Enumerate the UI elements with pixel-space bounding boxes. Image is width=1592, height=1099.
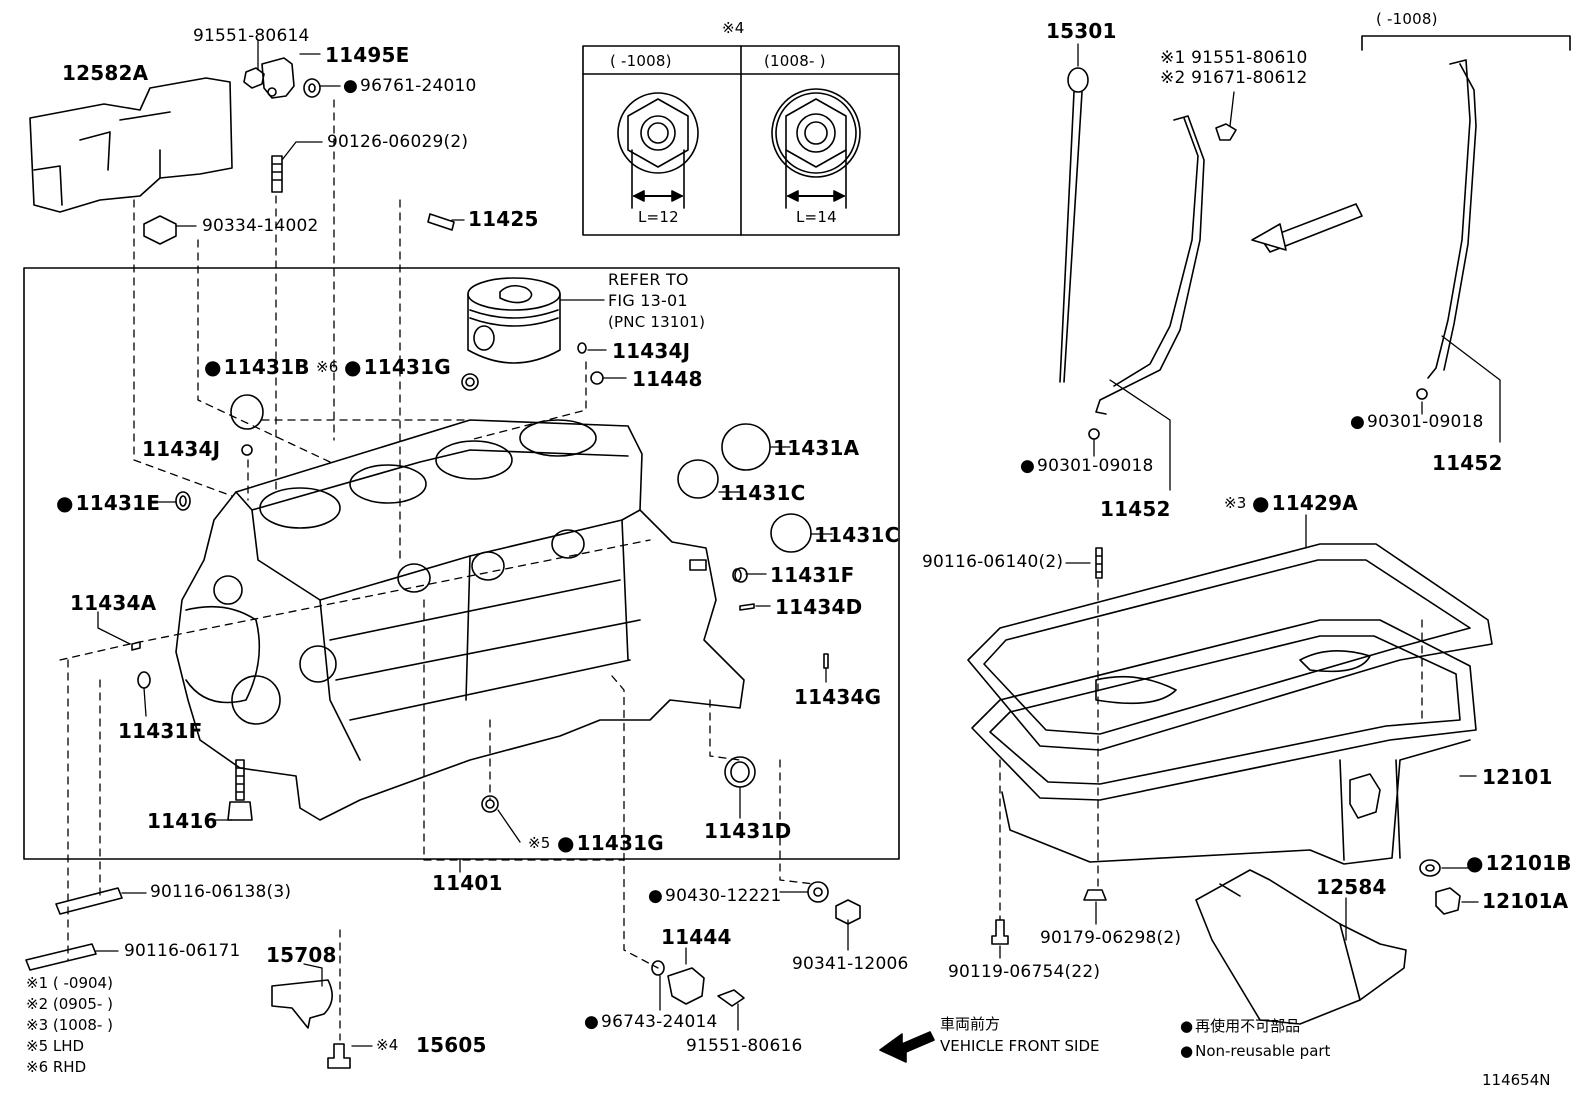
part-label[interactable]: 11495E — [325, 43, 410, 67]
part-label[interactable]: 91551-80616 — [686, 1036, 803, 1056]
inset-marker: ※4 — [722, 19, 745, 37]
block-frame — [23, 267, 900, 860]
part-label[interactable]: 11434G — [794, 685, 882, 709]
pan-fasteners — [991, 547, 1461, 945]
part-label[interactable]: 11434A — [70, 591, 157, 615]
refer-line-1: REFER TO — [608, 270, 689, 289]
part-label[interactable]: 15301 — [1046, 19, 1117, 43]
part-label[interactable]: 12101 — [1482, 765, 1553, 789]
part-label[interactable]: 11448 — [632, 367, 703, 391]
part-note: ※5 — [528, 834, 551, 852]
refer-line-3: (PNC 13101) — [608, 313, 706, 331]
lower-left-parts — [25, 881, 861, 1069]
part-label[interactable]: 11416 — [147, 809, 218, 833]
part-label[interactable]: 90119-06754(22) — [948, 962, 1101, 982]
part-label[interactable]: 11434D — [775, 595, 863, 619]
diagram-id: 114654N — [1482, 1071, 1551, 1089]
part-label[interactable]: 11431F — [770, 563, 855, 587]
piston — [467, 277, 561, 364]
part-label[interactable]: 90179-06298(2) — [1040, 928, 1182, 948]
part-label[interactable]: 11401 — [432, 871, 503, 895]
part-label[interactable]: ※1 91551-80610 — [1160, 48, 1308, 68]
footnote: ※5 LHD — [26, 1037, 85, 1055]
inset-box — [582, 45, 900, 236]
part-label[interactable]: 96761-24010 — [343, 76, 477, 96]
footnote: ※6 RHD — [26, 1058, 87, 1076]
part-label[interactable]: 11431E — [56, 492, 160, 514]
part-note: ※3 — [1224, 494, 1247, 512]
cylinder-block — [175, 419, 745, 821]
inset-left-dim: L=12 — [638, 208, 679, 226]
cover-12582A — [29, 77, 233, 213]
part-label[interactable]: 11431G — [557, 832, 664, 854]
part-label[interactable]: 11431G — [344, 356, 451, 378]
part-label[interactable]: 12584 — [1316, 875, 1387, 899]
part-label[interactable]: 15708 — [266, 943, 337, 967]
part-label[interactable]: 11431A — [773, 436, 860, 460]
part-label[interactable]: 90116-06138(3) — [150, 882, 292, 902]
vehicle-front-jp: 車両前方 — [940, 1015, 1001, 1033]
oil-pan — [967, 543, 1493, 865]
vehicle-front-en: VEHICLE FRONT SIDE — [940, 1037, 1100, 1055]
part-label[interactable]: 11431B — [204, 356, 310, 378]
part-label[interactable]: 11452 — [1100, 497, 1171, 521]
range-bracket — [1361, 35, 1571, 51]
front-arrow — [879, 1031, 935, 1063]
part-note: ※4 — [376, 1036, 399, 1054]
part-label[interactable]: 90301-09018 — [1350, 412, 1484, 432]
part-label[interactable]: 90430-12221 — [648, 886, 782, 906]
part-label[interactable]: 11431C — [814, 523, 900, 547]
part-label[interactable]: 91551-80614 — [193, 26, 310, 46]
part-label[interactable]: 90301-09018 — [1020, 456, 1154, 476]
part-label[interactable]: 96743-24014 — [584, 1012, 718, 1032]
refer-line-2: FIG 13-01 — [608, 291, 688, 310]
part-label[interactable]: 11431F — [118, 719, 203, 743]
footnote: ※2 (0905- ) — [26, 995, 113, 1013]
part-note: ※6 — [316, 358, 339, 376]
dipstick-parts — [1059, 59, 1477, 440]
block-small-parts — [131, 342, 829, 821]
part-label[interactable]: 11431C — [720, 481, 806, 505]
part-label[interactable]: 11429A — [1252, 492, 1358, 514]
part-label[interactable]: 90116-06140(2) — [922, 552, 1064, 572]
part-label[interactable]: 15605 — [416, 1033, 487, 1057]
part-label[interactable]: 12101A — [1482, 889, 1569, 913]
legend-jp: 再使用不可部品 — [1180, 1016, 1300, 1036]
part-label[interactable]: 90334-14002 — [202, 216, 319, 236]
upper-right-range: ( -1008) — [1376, 10, 1438, 28]
leader-lines — [95, 39, 1501, 1047]
part-label[interactable]: 11425 — [468, 207, 539, 231]
part-label[interactable]: 11431D — [704, 819, 792, 843]
part-label[interactable]: 11444 — [661, 925, 732, 949]
part-label[interactable]: 12101B — [1466, 852, 1572, 874]
part-label[interactable]: 11434J — [612, 339, 691, 363]
part-label[interactable]: 12582A — [62, 61, 149, 85]
footnote: ※3 (1008- ) — [26, 1016, 113, 1034]
legend-en: Non-reusable part — [1180, 1041, 1330, 1061]
part-label[interactable]: ※2 91671-80612 — [1160, 68, 1308, 88]
top-left-small-parts — [143, 57, 455, 245]
part-label[interactable]: 11452 — [1432, 451, 1503, 475]
footnote: ※1 ( -0904) — [26, 974, 113, 992]
inset-left-range: ( -1008) — [610, 52, 672, 70]
baffle-12584 — [1195, 869, 1407, 1025]
part-label[interactable]: 90126-06029(2) — [327, 132, 469, 152]
inset-right-range: (1008- ) — [764, 52, 826, 70]
part-label[interactable]: 90116-06171 — [124, 941, 241, 961]
part-label[interactable]: 90341-12006 — [792, 954, 909, 974]
part-label[interactable]: 11434J — [142, 437, 221, 461]
inset-right-dim: L=14 — [796, 208, 837, 226]
